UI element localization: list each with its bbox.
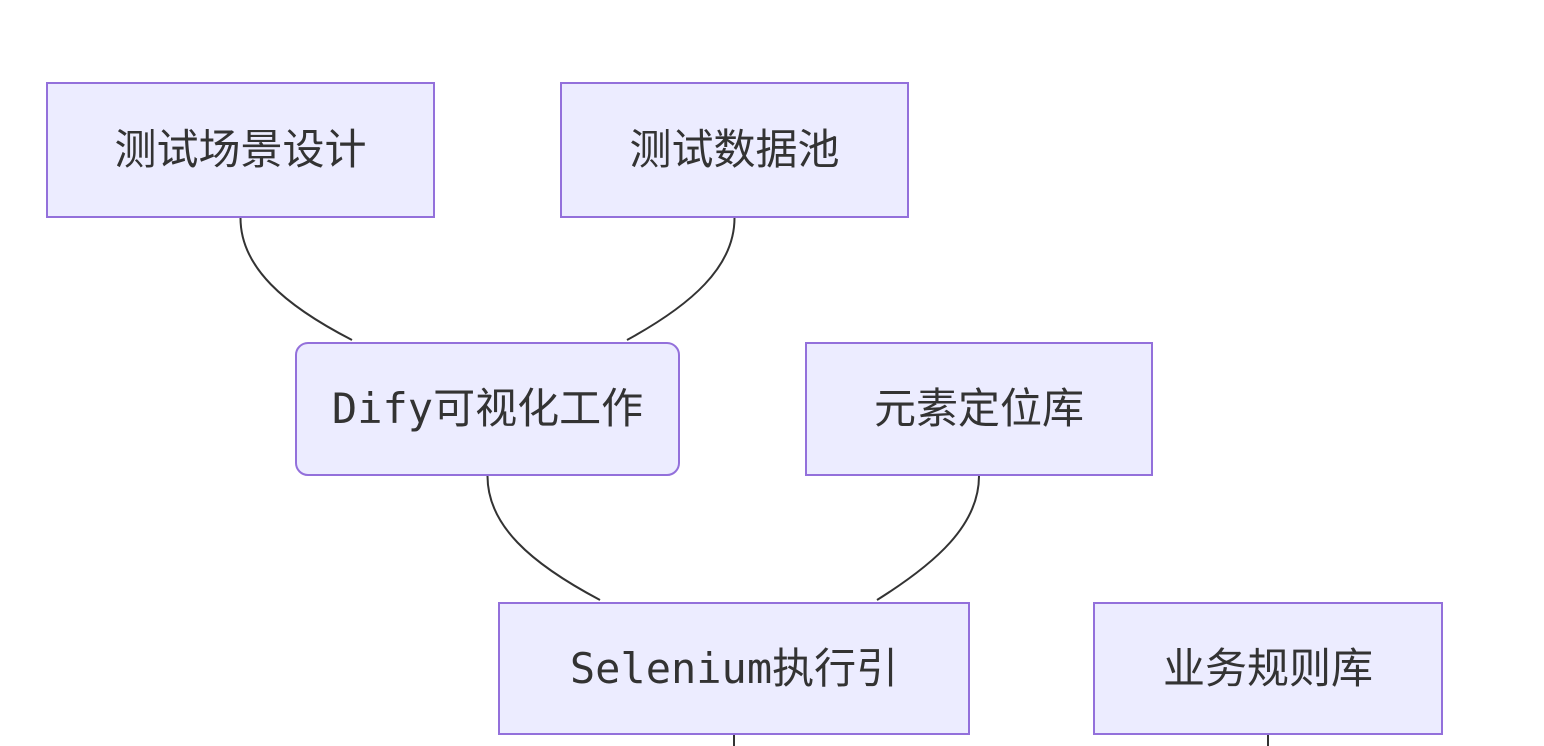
node-test-data-pool: 测试数据池	[560, 82, 909, 218]
node-label: Dify可视化工作	[331, 384, 644, 433]
edge-test-scenario-to-dify	[239, 217, 353, 341]
node-dify-visual-workflow: Dify可视化工作	[295, 342, 680, 476]
edge-element-locator-to-selenium	[876, 475, 980, 601]
node-label: Selenium执行引	[569, 643, 899, 693]
edge-test-data-pool-to-dify	[626, 217, 736, 341]
node-selenium-execution-engine: Selenium执行引	[498, 602, 970, 735]
edge-dify-to-selenium	[486, 475, 601, 601]
node-business-rule-library: 业务规则库	[1093, 602, 1443, 735]
node-test-scenario-design: 测试场景设计	[46, 82, 435, 218]
node-label: 元素定位库	[873, 384, 1084, 433]
node-element-locator-library: 元素定位库	[805, 342, 1153, 476]
node-label: 测试数据池	[629, 125, 840, 174]
node-label: 业务规则库	[1162, 643, 1373, 693]
node-label: 测试场景设计	[114, 125, 367, 174]
